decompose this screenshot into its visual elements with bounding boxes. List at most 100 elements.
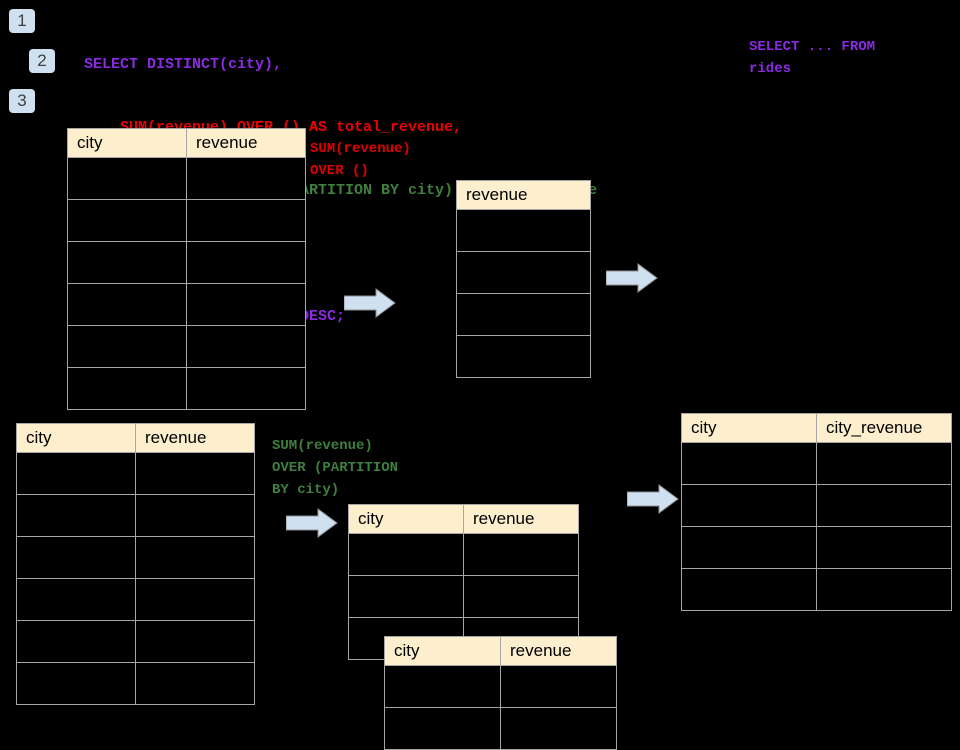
table-row: [16, 452, 255, 495]
cell-revenue: [135, 452, 255, 495]
arrow-partition-to-result: [627, 484, 679, 514]
column-header-city-revenue: city_revenue: [816, 413, 952, 443]
column-header-revenue: revenue: [186, 128, 306, 158]
cell-city: [384, 707, 501, 750]
cell-city: [681, 526, 817, 569]
cell-city: [681, 442, 817, 485]
column-header-revenue: revenue: [456, 180, 591, 210]
table-row: [456, 335, 591, 378]
table-header-row: revenue: [456, 180, 591, 210]
column-header-revenue: revenue: [500, 636, 617, 666]
table-row: [16, 536, 255, 579]
sql-line-select: SELECT DISTINCT(city),: [84, 56, 283, 73]
column-header-city: city: [16, 423, 136, 453]
cell-city: [67, 241, 187, 284]
rides-table-bottom: city revenue: [16, 423, 255, 705]
cell-city: [67, 157, 187, 200]
table-row: [16, 620, 255, 663]
cell-city: [67, 367, 187, 410]
table-header-row: city revenue: [384, 636, 617, 666]
cell-revenue: [456, 251, 591, 294]
cell-city-revenue: [816, 568, 952, 611]
cell-revenue: [456, 209, 591, 252]
cell-revenue: [456, 293, 591, 336]
annotation-sum-over-partition: SUM(revenue) OVER (PARTITION BY city): [272, 438, 399, 498]
table-row: [681, 442, 952, 485]
table-header-row: city revenue: [348, 504, 579, 534]
total-revenue-table: revenue: [456, 180, 591, 378]
step-badge-2-label: 2: [37, 51, 47, 70]
cell-city: [16, 578, 136, 621]
cell-revenue: [186, 283, 306, 326]
step-badge-2: 2: [29, 49, 55, 73]
cell-city: [67, 199, 187, 242]
step-badge-3-label: 3: [17, 91, 27, 110]
cell-revenue: [135, 662, 255, 705]
cell-city: [16, 452, 136, 495]
rides-table-top: city revenue: [67, 128, 306, 410]
table-row: [67, 199, 306, 242]
table-row: [67, 367, 306, 410]
result-table: city city_revenue: [681, 413, 952, 611]
column-header-revenue: revenue: [135, 423, 255, 453]
table-row: [348, 533, 579, 576]
table-row: [16, 662, 255, 705]
cell-revenue: [500, 665, 617, 708]
table-row: [456, 293, 591, 336]
arrow-rides-to-total: [344, 288, 396, 318]
cell-city: [67, 325, 187, 368]
column-header-revenue: revenue: [463, 504, 579, 534]
cell-city: [348, 575, 464, 618]
table-row: [16, 494, 255, 537]
cell-city: [16, 662, 136, 705]
step-badge-1: 1: [9, 9, 35, 33]
annotation-sum-over-empty: SUM(revenue) OVER (): [310, 141, 411, 179]
cell-revenue: [135, 578, 255, 621]
table-header-row: city revenue: [16, 423, 255, 453]
table-row: [681, 526, 952, 569]
column-header-city: city: [384, 636, 501, 666]
arrow-total-to-result: [606, 263, 658, 293]
cell-city: [384, 665, 501, 708]
cell-city: [16, 536, 136, 579]
table-header-row: city revenue: [67, 128, 306, 158]
cell-revenue: [463, 575, 579, 618]
cell-revenue: [135, 536, 255, 579]
column-header-city: city: [681, 413, 817, 443]
cell-revenue: [186, 241, 306, 284]
cell-city: [348, 533, 464, 576]
table-row: [67, 157, 306, 200]
table-row: [456, 251, 591, 294]
cell-city: [16, 494, 136, 537]
cell-revenue: [186, 199, 306, 242]
table-row: [456, 209, 591, 252]
cell-revenue: [186, 157, 306, 200]
cell-city: [681, 484, 817, 527]
cell-city-revenue: [816, 484, 952, 527]
column-header-city: city: [67, 128, 187, 158]
arrow-rides-to-partition: [286, 508, 338, 538]
table-row: [67, 325, 306, 368]
table-row: [348, 575, 579, 618]
table-row: [681, 568, 952, 611]
table-header-row: city city_revenue: [681, 413, 952, 443]
cell-revenue: [135, 494, 255, 537]
step-badge-3: 3: [9, 89, 35, 113]
cell-revenue: [463, 533, 579, 576]
annotation-select-from: SELECT ... FROM rides: [749, 39, 876, 77]
cell-city-revenue: [816, 442, 952, 485]
table-row: [384, 707, 617, 750]
cell-city: [681, 568, 817, 611]
cell-revenue: [186, 325, 306, 368]
column-header-city: city: [348, 504, 464, 534]
partition-table-back: city revenue: [384, 636, 617, 750]
step-badge-1-label: 1: [17, 11, 27, 30]
table-row: [16, 578, 255, 621]
cell-city-revenue: [816, 526, 952, 569]
partition-table-front: city revenue: [348, 504, 579, 660]
table-row: [384, 665, 617, 708]
table-row: [681, 484, 952, 527]
cell-revenue: [500, 707, 617, 750]
cell-city: [67, 283, 187, 326]
cell-revenue: [456, 335, 591, 378]
